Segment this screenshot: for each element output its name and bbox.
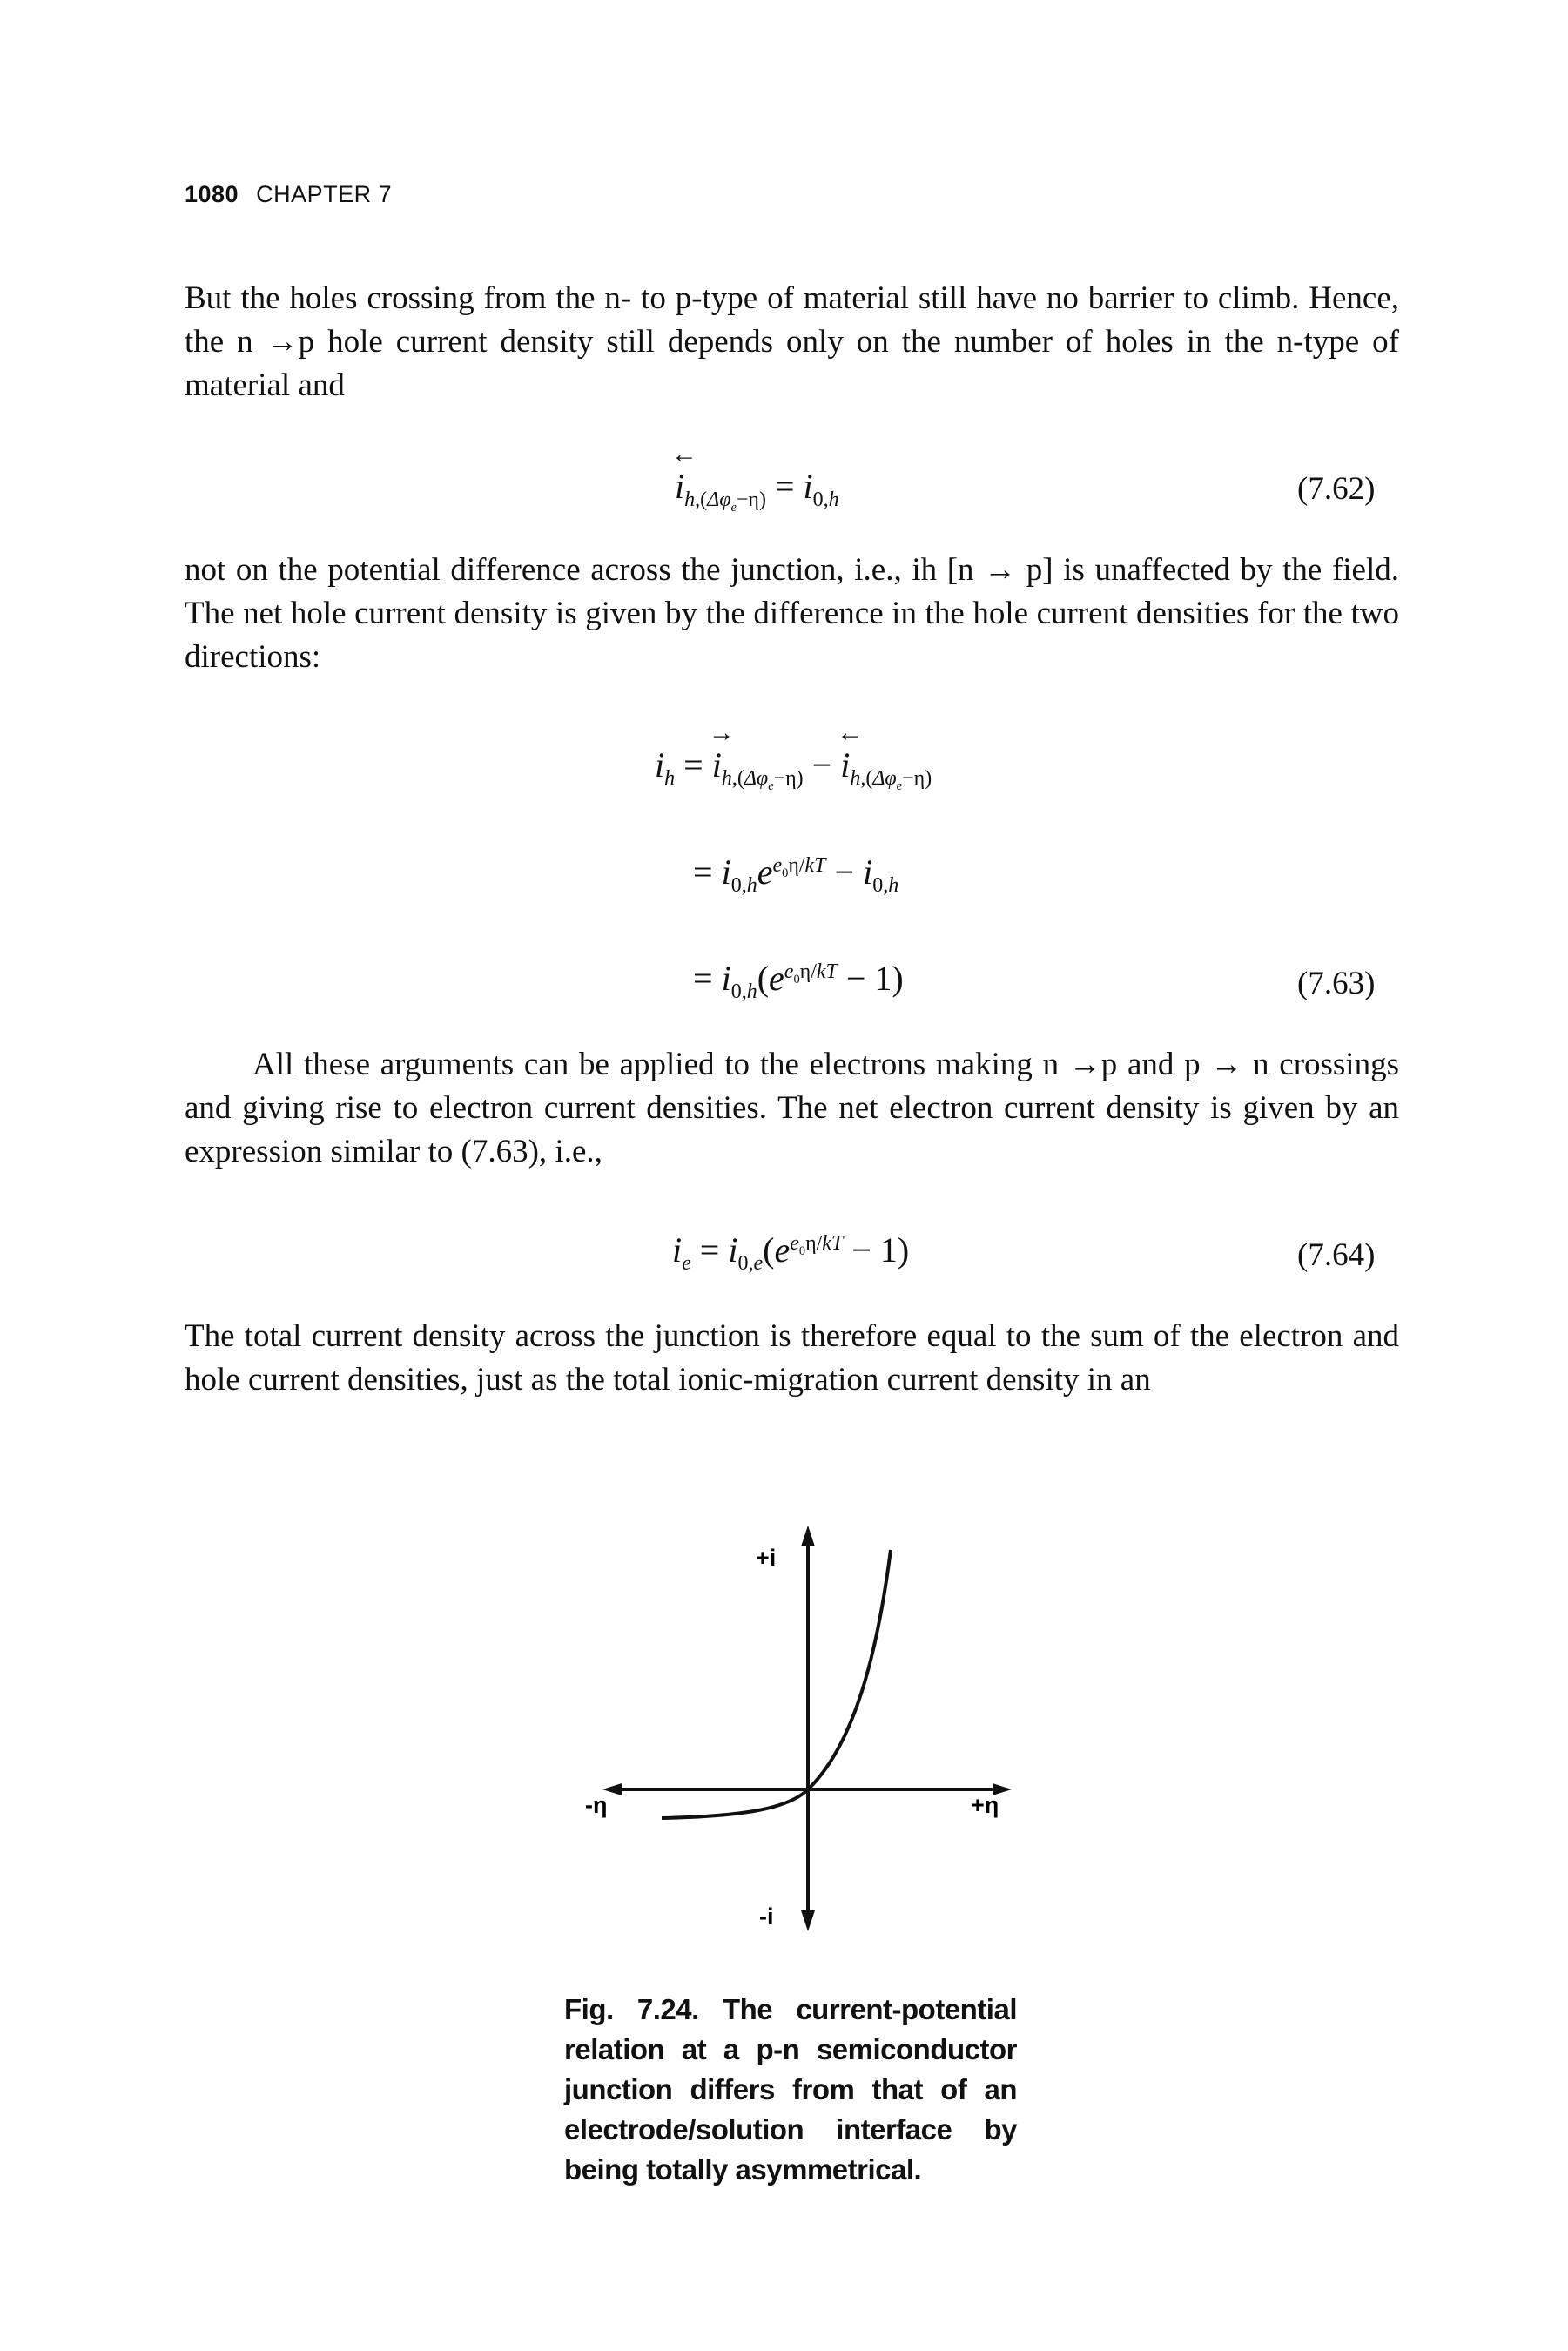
x-axis-arrow-left [602,1783,622,1795]
chapter-label: CHAPTER 7 [256,181,393,207]
equation-7-63-line-3: = i0,h(ee0η/kT − 1) [693,959,904,1003]
x-axis-arrow-right [993,1783,1012,1795]
equation-7-62: ←ih,(Δφe−η) = i0,h [671,440,839,515]
figure-caption: Fig. 7.24. The current-potential relatio… [564,1990,1018,2190]
label-minus-eta: -η [585,1792,607,1818]
equation-7-64: ie = i0,e(ee0η/kT − 1) [672,1230,910,1275]
paragraph-3-text: All these arguments can be applied to th… [185,1047,1399,1169]
y-axis-arrow-down [801,1910,815,1931]
paragraph-1: But the holes crossing from the n- to p-… [185,280,1399,403]
label-minus-i: -i [759,1903,774,1930]
label-plus-eta: +η [971,1792,999,1818]
current-potential-curve [661,1549,892,1820]
label-plus-i: +i [756,1545,776,1571]
equation-number-7-62: (7.62) [1297,471,1376,507]
paragraph-4: The total current density across the jun… [185,1318,1399,1398]
paragraph-3: All these arguments can be applied to th… [185,1043,1399,1174]
y-axis-arrow-up [801,1526,815,1546]
page-number: 1080 [185,181,239,207]
equation-7-63-line-1: ih = →ih,(Δφe−η) − ←ih,(Δφe−η) [655,718,932,793]
equation-7-63-line-2: = i0,hee0η/kT − i0,h [693,852,899,897]
running-header: 1080 CHAPTER 7 [185,181,392,208]
paragraph-2: not on the potential difference across t… [185,552,1399,675]
equation-number-7-63: (7.63) [1297,966,1376,1001]
equation-number-7-64: (7.64) [1297,1237,1376,1273]
caption-text: The current-potential relation at a p-n … [564,1993,1018,2186]
caption-label: Fig. 7.24. [564,1993,699,2025]
